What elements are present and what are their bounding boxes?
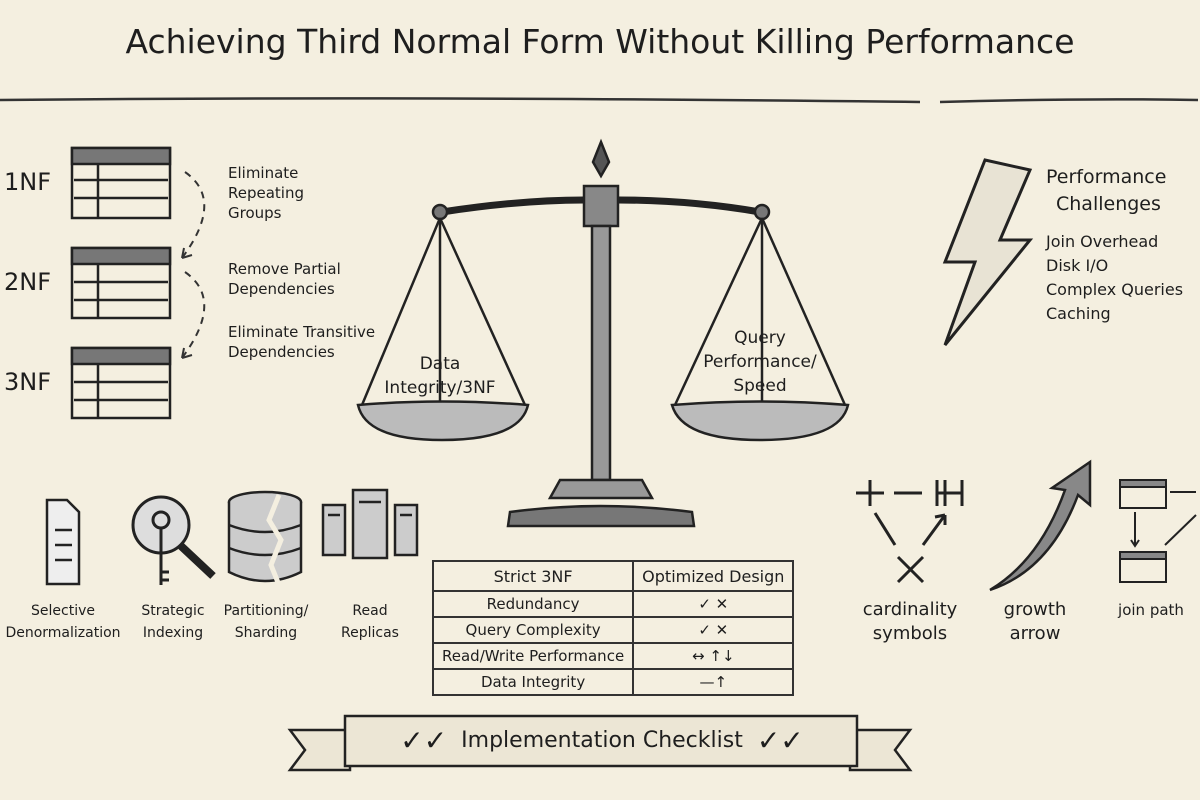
challenge-item: Complex Queries (1046, 280, 1184, 299)
row-value: ↔ ↑↓ (632, 642, 795, 670)
label-line: Strategic (141, 603, 205, 619)
note-line: Repeating (228, 184, 304, 202)
strategy-partitioning: Partitioning/ Sharding (218, 600, 314, 644)
note-line: Remove Partial (228, 260, 341, 278)
challenges-title: Challenges (1056, 193, 1161, 215)
join-path-icon (1119, 479, 1197, 583)
row-value: ✓ ✕ (632, 616, 795, 644)
label-line: Speed (733, 376, 787, 396)
label-line: Read (352, 603, 388, 619)
step-note-1nf: Eliminate Repeating Groups (228, 163, 304, 223)
challenge-item: Disk I/O (1046, 256, 1109, 275)
table-header-row: Strict 3NF Optimized Design (431, 560, 795, 592)
challenge-item: Join Overhead (1046, 232, 1159, 251)
title-underline (0, 97, 1199, 104)
label-line: Query (734, 328, 786, 348)
label-line: Performance/ (703, 352, 817, 372)
growth-arrow-icon (989, 459, 1092, 592)
scale-left-label: Data Integrity/3NF (370, 352, 510, 400)
checkmark-icon: ✓✓ (756, 724, 804, 757)
step-note-3nf: Eliminate Transitive Dependencies (228, 322, 375, 362)
header-cell: Optimized Design (632, 560, 795, 592)
label-line: Selective (31, 603, 95, 619)
header-cell: Strict 3NF (431, 560, 635, 592)
dashed-arrow-1 (181, 171, 206, 259)
table-row: Redundancy✓ ✕ (431, 590, 795, 618)
table-row: Data Integrity—↑ (431, 668, 795, 696)
page-title: Achieving Third Normal Form Without Kill… (125, 22, 1075, 61)
dashed-arrow-2 (181, 271, 206, 359)
row-label: Data Integrity (431, 668, 635, 696)
table-icon-3nf (70, 346, 172, 420)
balance-scale-icon (356, 138, 850, 528)
split-database-icon (227, 490, 303, 586)
label-line: symbols (872, 623, 948, 644)
label-line: Partitioning/ (223, 603, 309, 619)
performance-challenges: Performance Challenges Join Overhead Dis… (1046, 164, 1196, 326)
row-label: Query Complexity (431, 616, 635, 644)
strategy-replicas: Read Replicas (320, 600, 420, 644)
checkmark-icon: ✓✓ (400, 724, 448, 757)
step-label-1nf: 1NF (4, 168, 52, 196)
join-path-label: join path (1106, 598, 1196, 622)
table-row: Query Complexity✓ ✕ (431, 616, 795, 644)
ribbon-banner (287, 714, 913, 772)
challenges-title: Performance (1046, 166, 1167, 188)
table-row: Read/Write Performance↔ ↑↓ (431, 642, 795, 670)
magnifier-key-icon (131, 495, 216, 585)
challenge-item: Caching (1046, 304, 1111, 323)
step-label-3nf: 3NF (4, 368, 52, 396)
growth-arrow-label: growth arrow (985, 598, 1085, 646)
document-icon (45, 498, 81, 586)
implementation-checklist-banner: ✓✓ Implementation Checklist ✓✓ (362, 724, 842, 757)
table-icon-1nf (70, 146, 172, 220)
row-label: Redundancy (431, 590, 635, 618)
label-line: Integrity/3NF (384, 378, 496, 398)
cardinality-label: cardinality symbols (850, 598, 970, 646)
comparison-table: Strict 3NF Optimized Design Redundancy✓ … (431, 560, 795, 696)
label-line: Sharding (234, 625, 298, 641)
label-line: Data (419, 354, 461, 374)
banner-text: Implementation Checklist (461, 728, 743, 753)
row-value: —↑ (632, 668, 795, 696)
note-line: Eliminate (228, 164, 299, 182)
scale-right-label: Query Performance/ Speed (690, 326, 830, 398)
label-line: Indexing (142, 625, 204, 641)
strategy-indexing: Strategic Indexing (128, 600, 218, 644)
servers-icon (321, 488, 419, 560)
step-label-2nf: 2NF (4, 268, 52, 296)
label-line: Replicas (341, 625, 399, 641)
table-icon-2nf (70, 246, 172, 320)
note-line: Dependencies (228, 280, 335, 298)
label-line: growth (1003, 599, 1067, 620)
label-line: cardinality (862, 599, 958, 620)
note-line: Dependencies (228, 343, 335, 361)
label-line: arrow (1009, 623, 1061, 644)
step-note-2nf: Remove Partial Dependencies (228, 259, 341, 299)
label-line: Denormalization (5, 625, 121, 641)
cardinality-symbols-icon (856, 480, 964, 584)
note-line: Eliminate Transitive (228, 323, 376, 341)
label-line: join path (1118, 601, 1184, 619)
row-label: Read/Write Performance (431, 642, 635, 670)
lightning-bolt-icon (942, 158, 1034, 346)
note-line: Groups (228, 204, 282, 222)
strategy-denormalization: Selective Denormalization (0, 600, 126, 644)
row-value: ✓ ✕ (632, 590, 795, 618)
